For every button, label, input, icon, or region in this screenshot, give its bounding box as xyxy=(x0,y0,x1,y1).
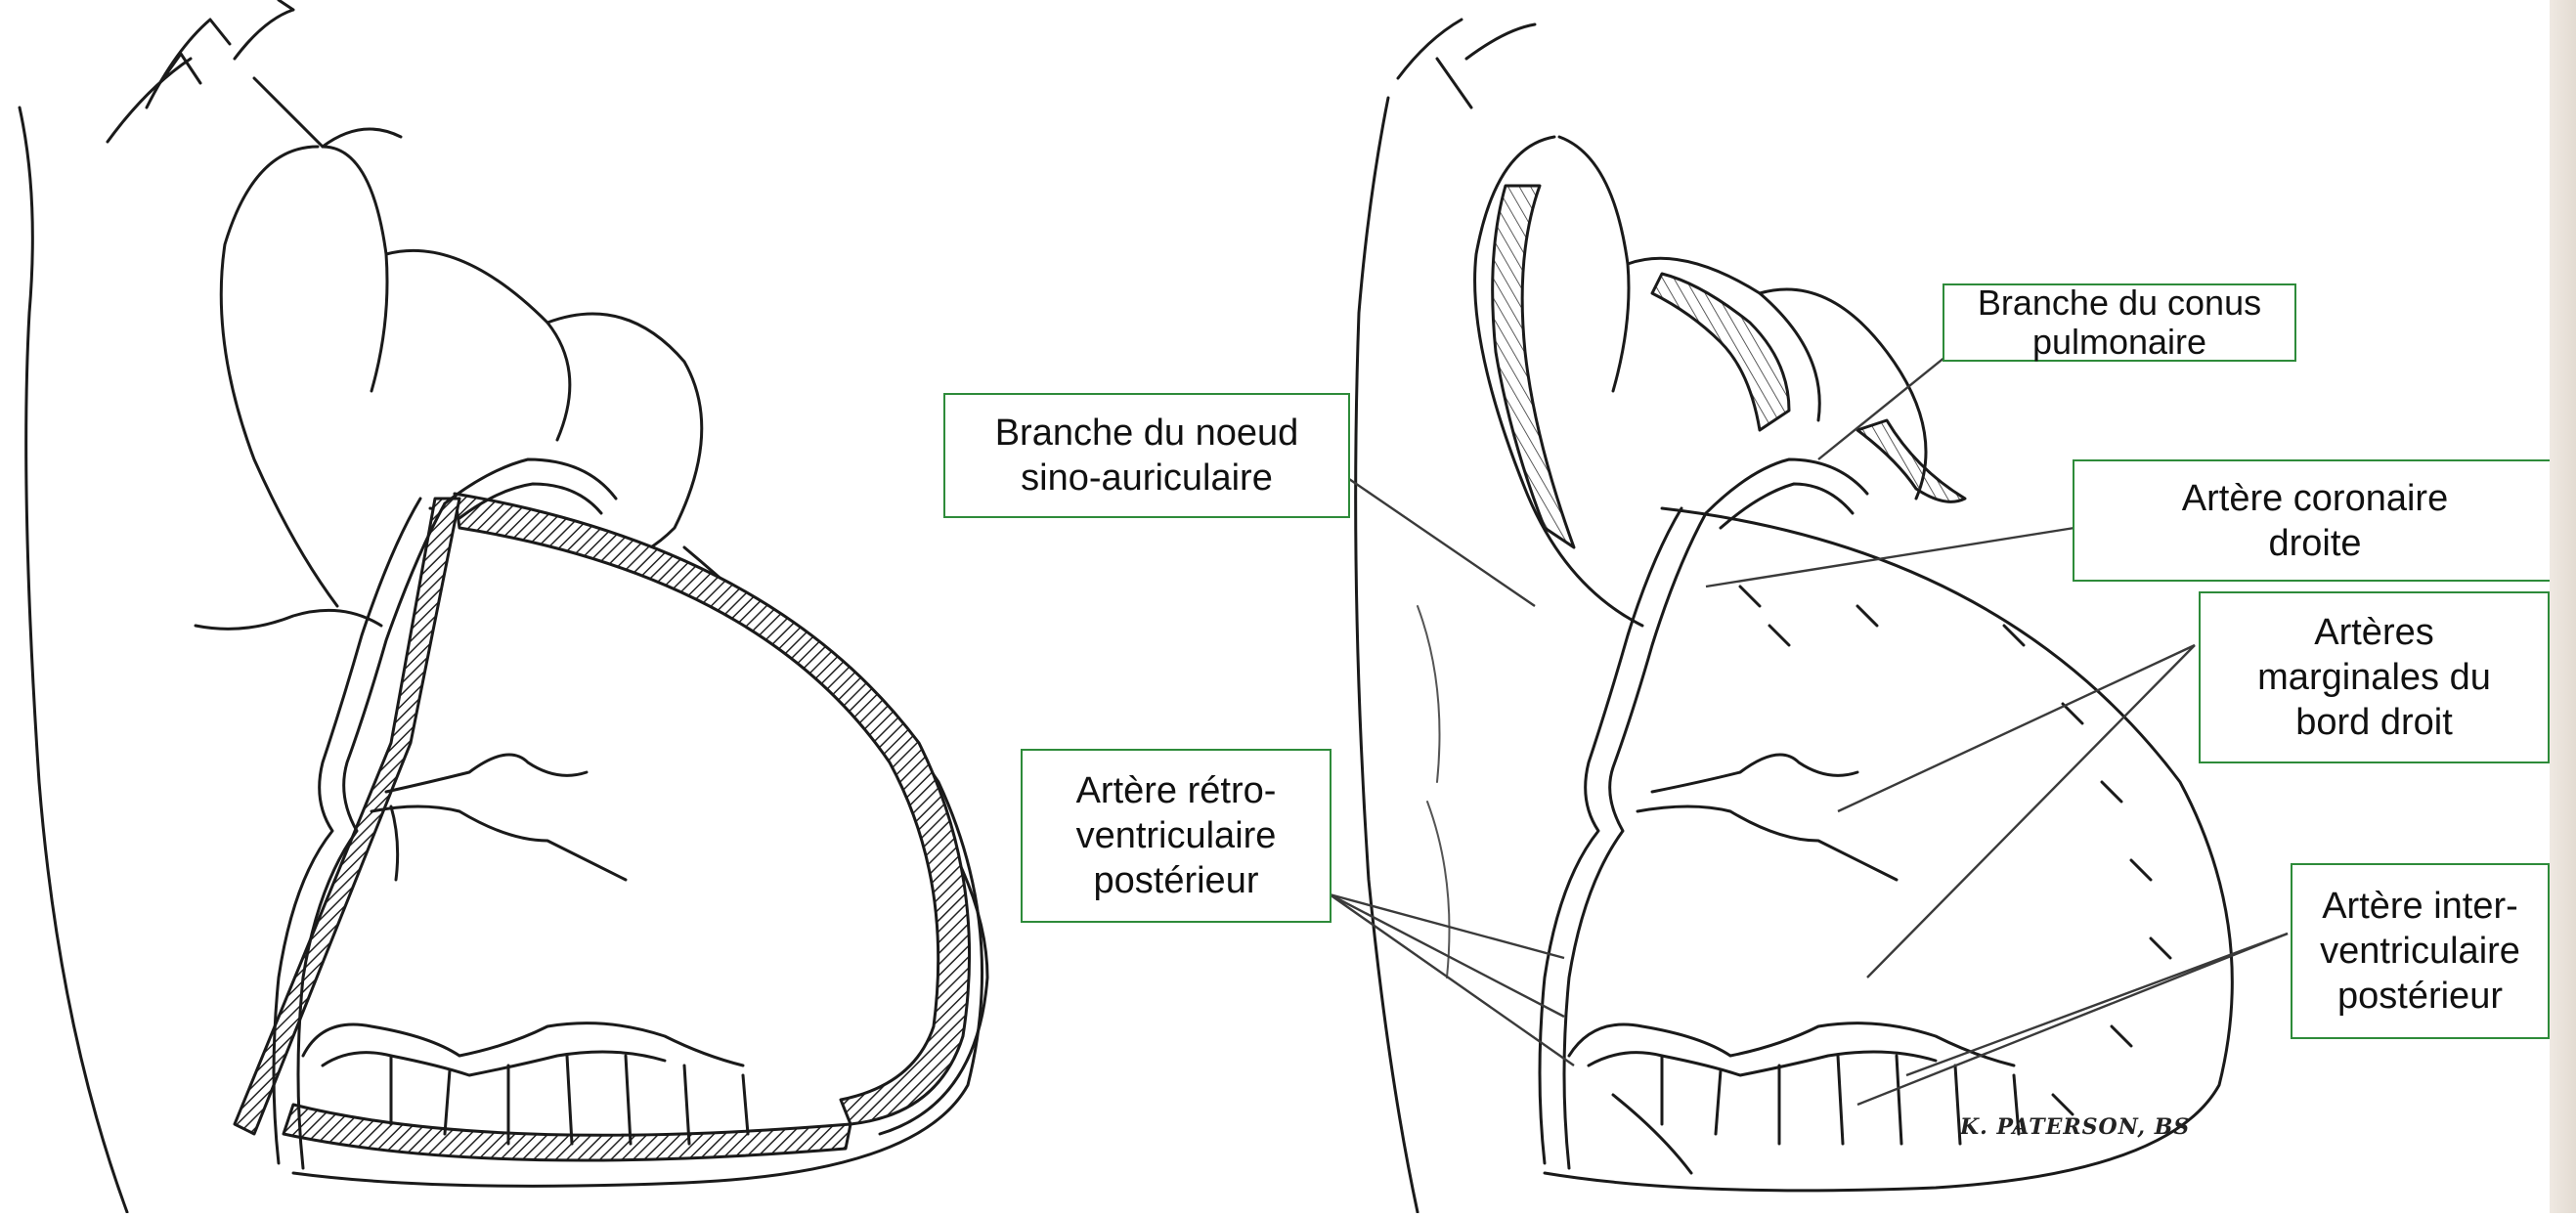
right-heart-drawing xyxy=(1356,20,2233,1212)
label-arteres-marginales: Artères marginales du bord droit xyxy=(2199,591,2550,763)
label-arteres-marginales-line2: marginales du xyxy=(2257,655,2491,700)
label-branche-conus: Branche du conus pulmonaire xyxy=(1943,283,2296,362)
label-artere-coronaire: Artère coronaire droite xyxy=(2073,459,2557,582)
label-branche-noeud-line1: Branche du noeud xyxy=(995,411,1299,456)
label-artere-retro-line2: ventriculaire xyxy=(1076,813,1277,858)
label-branche-conus-line1: Branche du conus xyxy=(1978,283,2261,323)
label-branche-conus-line2: pulmonaire xyxy=(2032,323,2206,362)
label-arteres-marginales-line1: Artères xyxy=(2314,610,2433,655)
label-branche-noeud-line2: sino-auriculaire xyxy=(1021,456,1273,500)
label-artere-inter-line1: Artère inter- xyxy=(2322,884,2518,929)
label-branche-noeud: Branche du noeud sino-auriculaire xyxy=(943,393,1350,518)
label-artere-inter-line2: ventriculaire xyxy=(2320,929,2520,974)
label-artere-retro-line1: Artère rétro- xyxy=(1076,768,1277,813)
label-artere-retro: Artère rétro- ventriculaire postérieur xyxy=(1021,749,1332,923)
label-artere-coronaire-line1: Artère coronaire xyxy=(2182,476,2448,521)
label-artere-inter-line3: postérieur xyxy=(2337,974,2503,1019)
label-artere-coronaire-line2: droite xyxy=(2268,521,2361,566)
label-artere-inter: Artère inter- ventriculaire postérieur xyxy=(2291,863,2550,1039)
label-arteres-marginales-line3: bord droit xyxy=(2295,700,2453,745)
right-edge-strip xyxy=(2550,0,2576,1213)
label-artere-retro-line3: postérieur xyxy=(1094,858,1259,903)
left-heart-drawing xyxy=(20,0,987,1212)
artist-signature: K. PATERSON, BS xyxy=(1960,1114,2190,1140)
